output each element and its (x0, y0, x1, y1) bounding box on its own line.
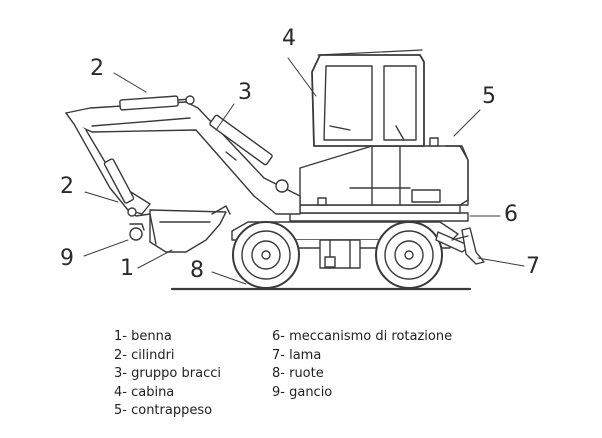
slewing-ring (289, 204, 469, 222)
callout-7: 7 (526, 254, 540, 279)
legend-item-3: 3- gruppo bracci (114, 366, 221, 381)
upper-body (299, 145, 469, 206)
hydraulic-cylinders (103, 95, 289, 217)
callout-8: 8 (190, 258, 204, 283)
callout-2-top: 2 (90, 56, 104, 81)
hook (129, 223, 145, 241)
legend-item-8: 8- ruote (272, 366, 324, 381)
legend-item-9: 9- gancio (272, 384, 333, 400)
front-wheel (232, 221, 300, 289)
blade (435, 227, 485, 265)
legend-item-1: 1- benna (114, 329, 172, 344)
legend-item-2: 2- cilindri (114, 347, 175, 363)
cabin (311, 49, 425, 147)
legend-item-4: 4- cabina (114, 384, 175, 400)
rear-wheel (375, 221, 443, 289)
callout-4: 4 (282, 26, 296, 51)
callout-3: 3 (238, 80, 252, 105)
legend-item-5: 5- contrappeso (114, 403, 213, 418)
bucket (149, 205, 231, 253)
legend-right-column: 6- meccanismo di rotazione 7- lama 8- ru… (272, 328, 452, 402)
legend-item-6: 6- meccanismo di rotazione (272, 329, 453, 344)
callout-2-bottom: 2 (60, 174, 74, 199)
legend-item-7: 7- lama (272, 347, 322, 363)
callout-6: 6 (504, 202, 518, 227)
leader-lines (83, 57, 525, 285)
callout-5: 5 (482, 84, 496, 109)
callout-1: 1 (120, 256, 134, 281)
legend-left-column: 1- benna 2- cilindri 3- gruppo bracci 4-… (114, 328, 221, 421)
counterweight (429, 137, 469, 206)
callout-9: 9 (60, 246, 74, 271)
